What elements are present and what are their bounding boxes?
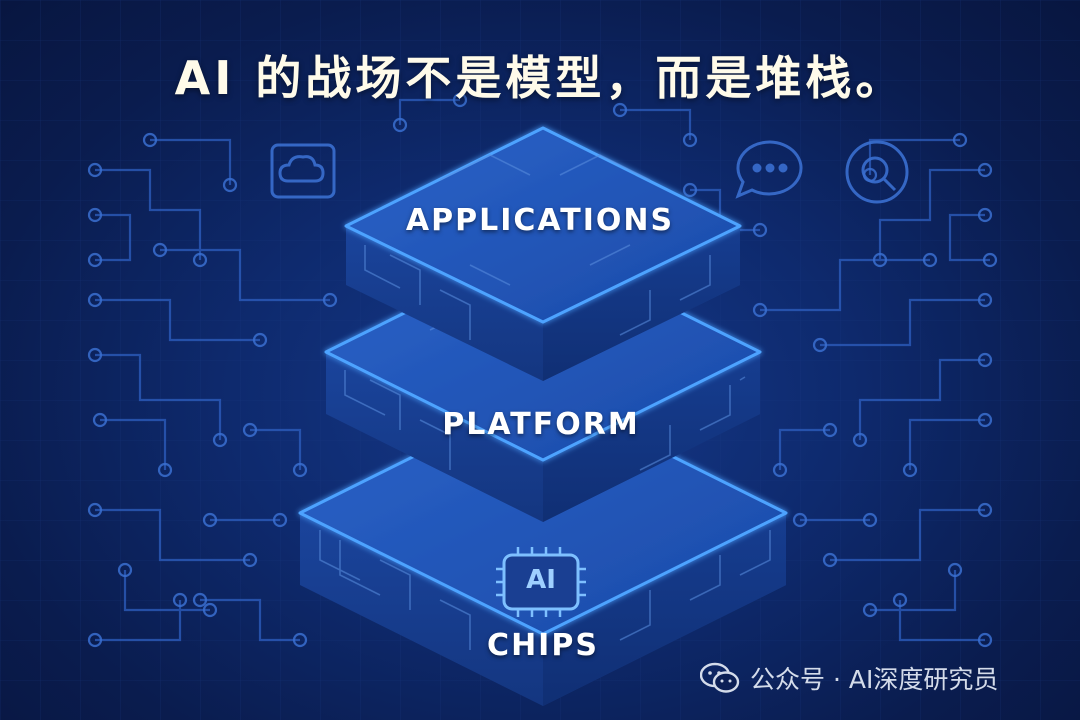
circuit-node: [152, 242, 168, 258]
circuit-node: [822, 552, 838, 568]
circuit-trace: [95, 508, 250, 562]
circuit-node: [142, 132, 158, 148]
circuit-node: [392, 117, 408, 133]
chip-badge-text: AI: [526, 565, 556, 595]
circuit-trace: [858, 358, 985, 440]
circuit-trace: [250, 428, 302, 470]
circuit-node: [87, 632, 103, 648]
circuit-trace: [95, 353, 222, 440]
circuit-node: [822, 422, 838, 438]
circuit-node: [682, 132, 698, 148]
layer-label-chips: CHIPS: [487, 628, 599, 663]
circuit-node: [752, 302, 768, 318]
cloud-icon: [270, 143, 336, 199]
circuit-trace: [778, 428, 830, 470]
circuit-node: [922, 252, 938, 268]
circuit-node: [977, 502, 993, 518]
watermark: 公众号 · AI深度研究员: [700, 660, 998, 696]
wechat-icon: [700, 662, 740, 693]
circuit-trace: [908, 418, 985, 470]
chat-bubble-icon: [735, 140, 803, 199]
circuit-node: [872, 252, 888, 268]
circuit-node: [977, 207, 993, 223]
circuit-node: [977, 412, 993, 428]
circuit-node: [902, 462, 918, 478]
circuit-trace: [870, 570, 957, 612]
circuit-trace: [878, 168, 985, 260]
circuit-node: [192, 252, 208, 268]
circuit-node: [612, 102, 628, 118]
circuit-node: [87, 207, 103, 223]
circuit-trace: [948, 213, 990, 262]
circuit-node: [752, 222, 768, 238]
circuit-trace: [620, 108, 692, 140]
circuit-node: [202, 602, 218, 618]
circuit-node: [947, 562, 963, 578]
circuit-node: [292, 632, 308, 648]
circuit-trace: [150, 138, 232, 185]
circuit-trace: [95, 600, 182, 642]
circuit-node: [192, 592, 208, 608]
circuit-node: [172, 592, 188, 608]
circuit-node: [982, 252, 998, 268]
circuit-node: [852, 432, 868, 448]
circuit-node: [977, 292, 993, 308]
circuit-node: [242, 422, 258, 438]
circuit-node: [977, 632, 993, 648]
circuit-trace: [160, 248, 330, 302]
layer-applications: [344, 126, 742, 381]
circuit-trace: [95, 213, 132, 262]
circuit-node: [322, 292, 338, 308]
search-icon: [845, 140, 909, 204]
layer-label-applications: APPLICATIONS: [405, 203, 675, 238]
circuit-node: [87, 347, 103, 363]
circuit-node: [117, 562, 133, 578]
ai-chip-icon: [496, 547, 586, 617]
circuit-trace: [898, 600, 985, 642]
circuit-node: [892, 592, 908, 608]
circuit-node: [252, 332, 268, 348]
circuit-node: [157, 462, 173, 478]
circuit-node: [292, 462, 308, 478]
circuit-node: [92, 412, 108, 428]
watermark-text: 公众号 · AI深度研究员: [750, 665, 999, 694]
circuit-node: [977, 162, 993, 178]
circuit-node: [272, 512, 288, 528]
circuit-trace: [95, 298, 260, 342]
layer-label-platform: PLATFORM: [442, 407, 640, 442]
circuit-trace: [100, 418, 167, 470]
circuit-node: [87, 252, 103, 268]
circuit-trace: [820, 298, 985, 347]
circuit-node: [862, 512, 878, 528]
circuit-trace: [830, 508, 985, 562]
circuit-trace: [123, 570, 210, 612]
circuit-node: [772, 462, 788, 478]
circuit-node: [87, 502, 103, 518]
circuit-trace: [95, 168, 202, 260]
circuit-node: [952, 132, 968, 148]
headline: AI 的战场不是模型，而是堆栈。: [174, 51, 906, 105]
circuit-node: [222, 177, 238, 193]
circuit-trace: [398, 98, 460, 125]
circuit-node: [87, 162, 103, 178]
circuit-node: [862, 602, 878, 618]
circuit-node: [202, 512, 218, 528]
circuit-node: [242, 552, 258, 568]
circuit-node: [812, 337, 828, 353]
circuit-node: [792, 512, 808, 528]
circuit-node: [682, 182, 698, 198]
circuit-node: [452, 92, 468, 108]
circuit-node: [87, 292, 103, 308]
circuit-trace: [200, 598, 300, 642]
circuit-trace: [868, 138, 960, 175]
circuit-node: [977, 352, 993, 368]
circuit-node: [212, 432, 228, 448]
